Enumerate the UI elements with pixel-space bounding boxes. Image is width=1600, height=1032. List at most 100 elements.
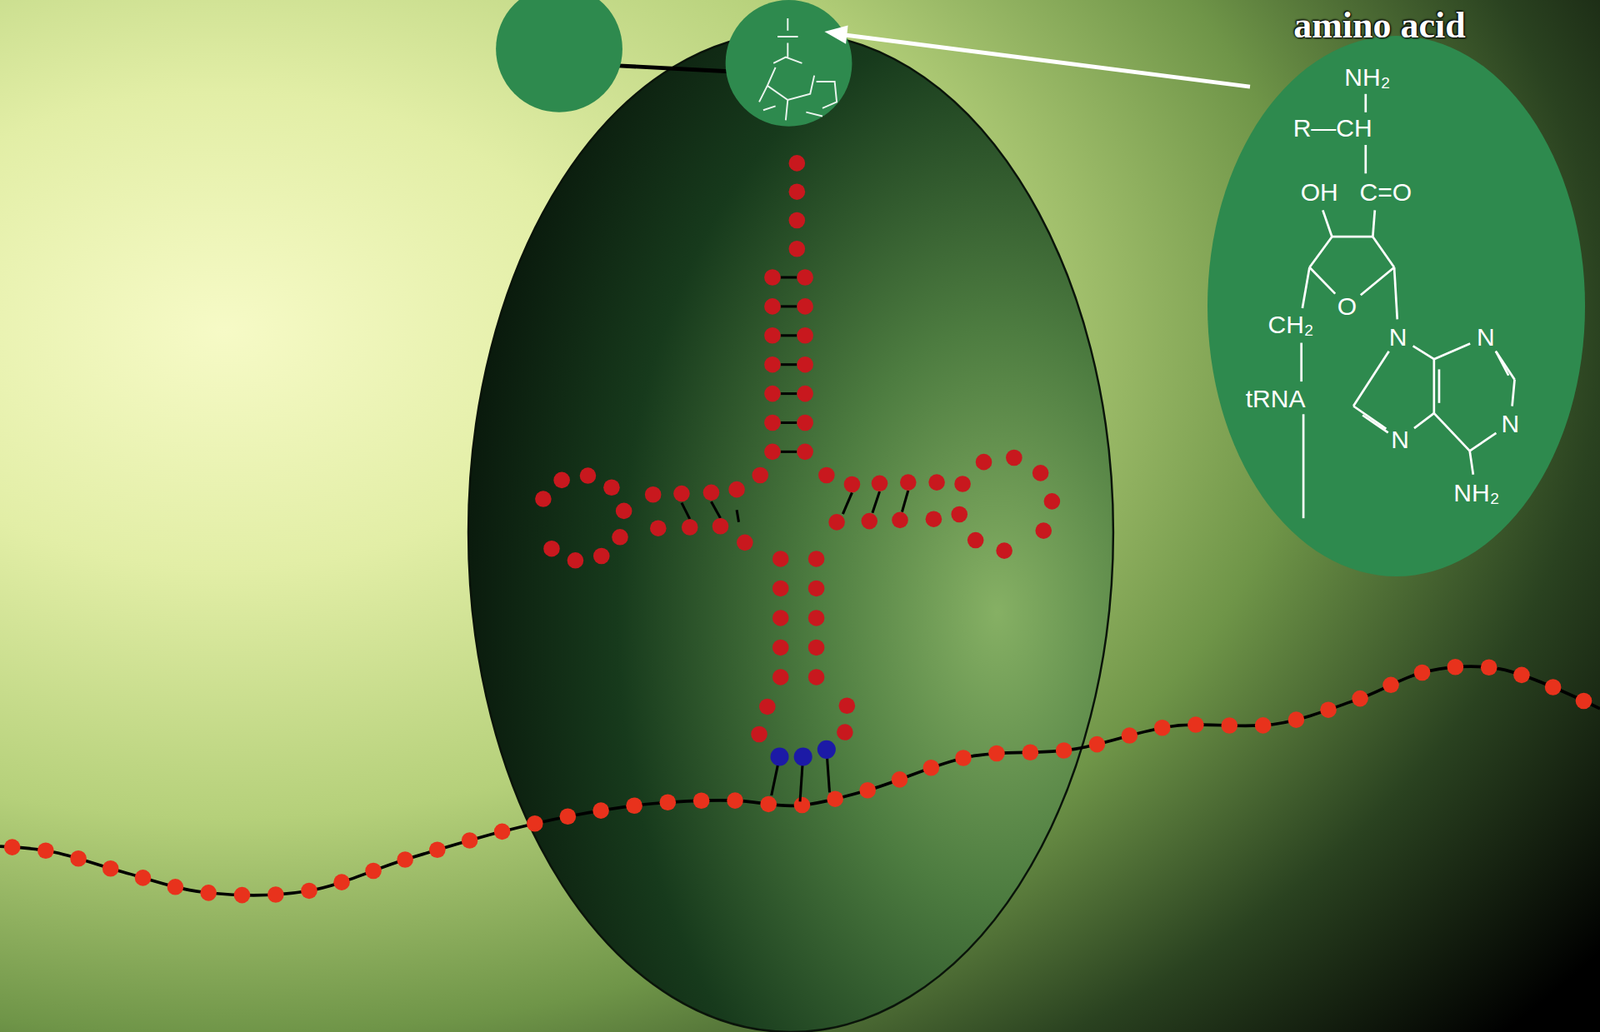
mrna-base: [826, 790, 844, 808]
mrna-base: [1447, 659, 1465, 676]
trna-base: [808, 550, 825, 568]
chemical-bond: [1364, 94, 1367, 113]
chemical-bond: [1433, 343, 1470, 360]
chemical-label: N: [1390, 425, 1410, 453]
trna-base: [789, 240, 806, 258]
chemical-label: N: [1476, 323, 1495, 351]
mrna-base: [1513, 667, 1530, 685]
mrna-base: [365, 863, 382, 880]
chemical-bond: [1301, 267, 1310, 309]
mrna-base: [1480, 659, 1498, 676]
mrna-base: [859, 782, 876, 800]
chemical-bond: [1469, 433, 1496, 451]
trna-base: [796, 356, 814, 374]
mrna-base: [1055, 742, 1073, 760]
mrna-base: [526, 815, 544, 833]
trna-base: [772, 640, 790, 657]
mrna-base: [429, 841, 446, 859]
trna-base: [789, 155, 806, 172]
trna-base: [796, 385, 814, 403]
trna-base: [925, 510, 943, 528]
trna-base: [535, 490, 552, 508]
base-pair-bond: [780, 450, 798, 454]
mrna-backbone: [0, 666, 1600, 896]
trna-base: [580, 467, 597, 485]
base-pair-bond: [710, 501, 720, 519]
mrna-base: [461, 832, 479, 850]
trna-base: [736, 535, 754, 552]
chemical-label: N: [1500, 410, 1520, 438]
trna-base: [796, 444, 814, 461]
chemical-bond: [1469, 450, 1473, 475]
trna-base: [789, 183, 806, 200]
mrna-base: [1545, 679, 1562, 696]
chemical-bond: [1309, 236, 1332, 268]
amino-acid-circle: [725, 0, 853, 127]
trna-base: [764, 356, 781, 374]
trna-base: [796, 269, 814, 286]
mrna-base: [1187, 716, 1205, 734]
zoom-ellipse: amino acidNH₂R—CHOHC=OOCH₂NNtRNANNNH₂: [1207, 35, 1585, 577]
chemical-label: NH₂: [1453, 479, 1500, 507]
mrna-base: [1320, 701, 1337, 719]
base-pair-bond: [780, 305, 798, 308]
trna-base: [808, 669, 825, 686]
trna-base: [808, 610, 825, 627]
trna-base: [712, 518, 730, 535]
chemical-label: tRNA: [1245, 384, 1306, 412]
mrna-base: [592, 802, 610, 820]
anticodon-base: [770, 747, 789, 766]
base-pair-bond: [780, 334, 798, 337]
mrna-base: [396, 851, 414, 869]
trna-base: [871, 475, 889, 493]
mrna-base: [891, 771, 909, 789]
trna-base: [818, 467, 835, 485]
chemical-label: NH₂: [1344, 62, 1390, 90]
trna-base: [772, 550, 790, 568]
trna-base: [759, 699, 776, 716]
chemical-bond: [1364, 145, 1367, 174]
mrna-base: [234, 887, 251, 905]
chemical-bond: [1511, 379, 1515, 406]
mrna-base: [794, 797, 811, 815]
mrna-base: [760, 796, 777, 814]
mrna-base: [70, 850, 87, 868]
chemical-bond: [1309, 267, 1335, 295]
mrna-base: [494, 824, 511, 841]
mini-structure: [759, 18, 837, 120]
base-pair-bond: [736, 510, 739, 523]
base-pair-bond: [901, 490, 908, 513]
trna-base: [567, 552, 585, 570]
chemical-label: N: [1389, 323, 1408, 351]
mrna-base: [560, 808, 577, 825]
mrna-base: [955, 750, 972, 767]
base-pair-bond: [842, 492, 852, 515]
trna-base: [950, 506, 968, 524]
trna-base: [836, 724, 854, 741]
trna-base: [844, 476, 861, 494]
trna-base: [975, 454, 993, 471]
chemical-bond: [1414, 413, 1435, 429]
trna-base: [928, 474, 945, 491]
trna-base: [772, 610, 790, 627]
mrna-base: [167, 879, 185, 896]
mrna-base: [625, 797, 643, 815]
mrna-base: [1022, 744, 1040, 761]
trna-base: [1044, 493, 1061, 510]
trna-base: [796, 298, 814, 315]
trna-base: [615, 503, 633, 520]
chemical-bond: [1360, 267, 1394, 295]
chemical-label: CH₂: [1267, 310, 1314, 339]
mrna-base: [1121, 727, 1139, 745]
trna-base: [593, 548, 610, 565]
mrna-base: [267, 886, 285, 904]
chemical-bond: [1495, 350, 1515, 380]
mrna-base: [4, 839, 21, 856]
trna-base: [750, 726, 768, 744]
peptide-bond-line: [610, 65, 729, 71]
previous-amino-acid: [495, 0, 623, 113]
trna-base: [603, 479, 620, 496]
trna-base: [772, 669, 790, 686]
base-pair-bond: [780, 275, 798, 279]
mrna-base: [37, 842, 55, 860]
